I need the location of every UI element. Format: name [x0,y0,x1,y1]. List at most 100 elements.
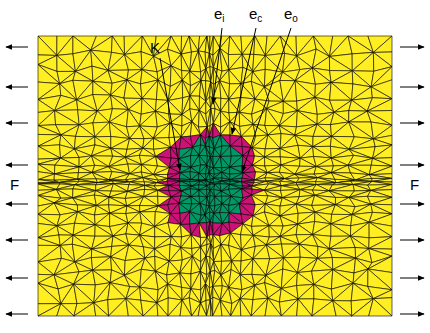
mesh-element [221,135,231,146]
mesh-element [331,224,351,237]
mesh-element [143,303,158,316]
mesh-element [205,136,209,146]
mesh-element [368,286,392,298]
mesh-element [368,36,392,52]
mesh-element [191,196,200,203]
mesh-element [140,126,154,139]
mesh-element [180,256,193,273]
mesh-element [190,212,200,225]
mesh-element [210,300,212,316]
mesh-element [91,148,112,156]
mesh-element [55,111,80,125]
mesh-element [352,52,373,71]
mesh-element [331,71,353,84]
mesh-element [229,54,243,69]
mesh-element [369,299,392,316]
mesh-element [313,147,331,158]
mesh-element [254,36,265,56]
mesh-element [215,191,222,196]
mesh-element [252,259,266,276]
mesh-element [312,224,330,237]
mesh-element [74,303,96,316]
mesh-element [230,146,242,156]
mesh-element [190,189,199,197]
mesh-element [252,148,265,157]
mesh-element [199,223,207,238]
mesh-element [38,111,56,126]
mesh-element [280,148,300,158]
mesh-element [56,184,74,189]
mesh-element [242,36,255,54]
mesh-element [190,172,199,180]
mesh-element [295,174,318,178]
mesh-element [94,303,109,316]
mesh-element [91,156,108,167]
mesh-element [155,227,172,237]
mesh-element [265,109,279,126]
mesh-element [373,145,392,158]
mesh-element [220,300,231,316]
mesh-element [371,87,392,99]
mesh-element [368,196,392,204]
mesh-element [126,299,143,316]
mesh-element [313,136,332,146]
mesh-element [279,111,297,127]
mesh-element [94,300,109,316]
mesh-element [229,70,241,84]
mesh-element [169,181,181,185]
mesh-element [369,166,392,175]
mesh-element [168,98,182,115]
mesh-element [265,298,281,316]
mesh-element [312,235,330,249]
mesh-element [154,185,169,190]
mesh-element [92,172,109,179]
mesh-element [240,299,251,316]
mesh-element [209,272,212,288]
mesh-element [57,226,73,235]
mesh-element [168,284,183,300]
mesh-element [329,184,354,190]
mesh-element [373,290,392,299]
mesh-element [73,225,95,236]
mesh-element [373,36,392,52]
mesh-element [181,235,191,248]
mesh-element [124,275,139,287]
mesh-element [112,36,124,55]
mesh-element [158,185,169,190]
mesh-element [190,96,199,110]
mesh-element [127,138,143,149]
mesh-element [369,237,392,249]
mesh-element [266,237,281,245]
mesh-element [312,68,331,84]
mesh-element [200,135,205,146]
mesh-element [124,80,142,99]
mesh-element [190,80,201,95]
mesh-element [91,249,110,258]
mesh-element [73,198,97,206]
mesh-element [229,245,242,260]
mesh-element [168,173,181,179]
mesh-element [314,284,333,300]
mesh-element [199,223,207,238]
mesh-element [312,185,329,191]
mesh-element [190,96,200,110]
mesh-element [229,84,241,99]
mesh-element [38,99,55,112]
mesh-element [205,36,209,53]
element-label: ei [214,6,225,21]
mesh-element [179,179,190,181]
mesh-element [221,122,231,135]
mesh-element [168,179,181,182]
mesh-element [191,190,199,197]
mesh-element [92,246,112,256]
mesh-element [38,235,60,246]
mesh-element [169,123,181,137]
mesh-element [157,303,168,316]
mesh-element [252,157,264,166]
mesh-element [179,173,190,180]
mesh-element [295,166,316,174]
mesh-element [240,259,253,275]
mesh-element [297,299,312,316]
mesh-element [111,184,128,192]
mesh-element [55,100,78,111]
